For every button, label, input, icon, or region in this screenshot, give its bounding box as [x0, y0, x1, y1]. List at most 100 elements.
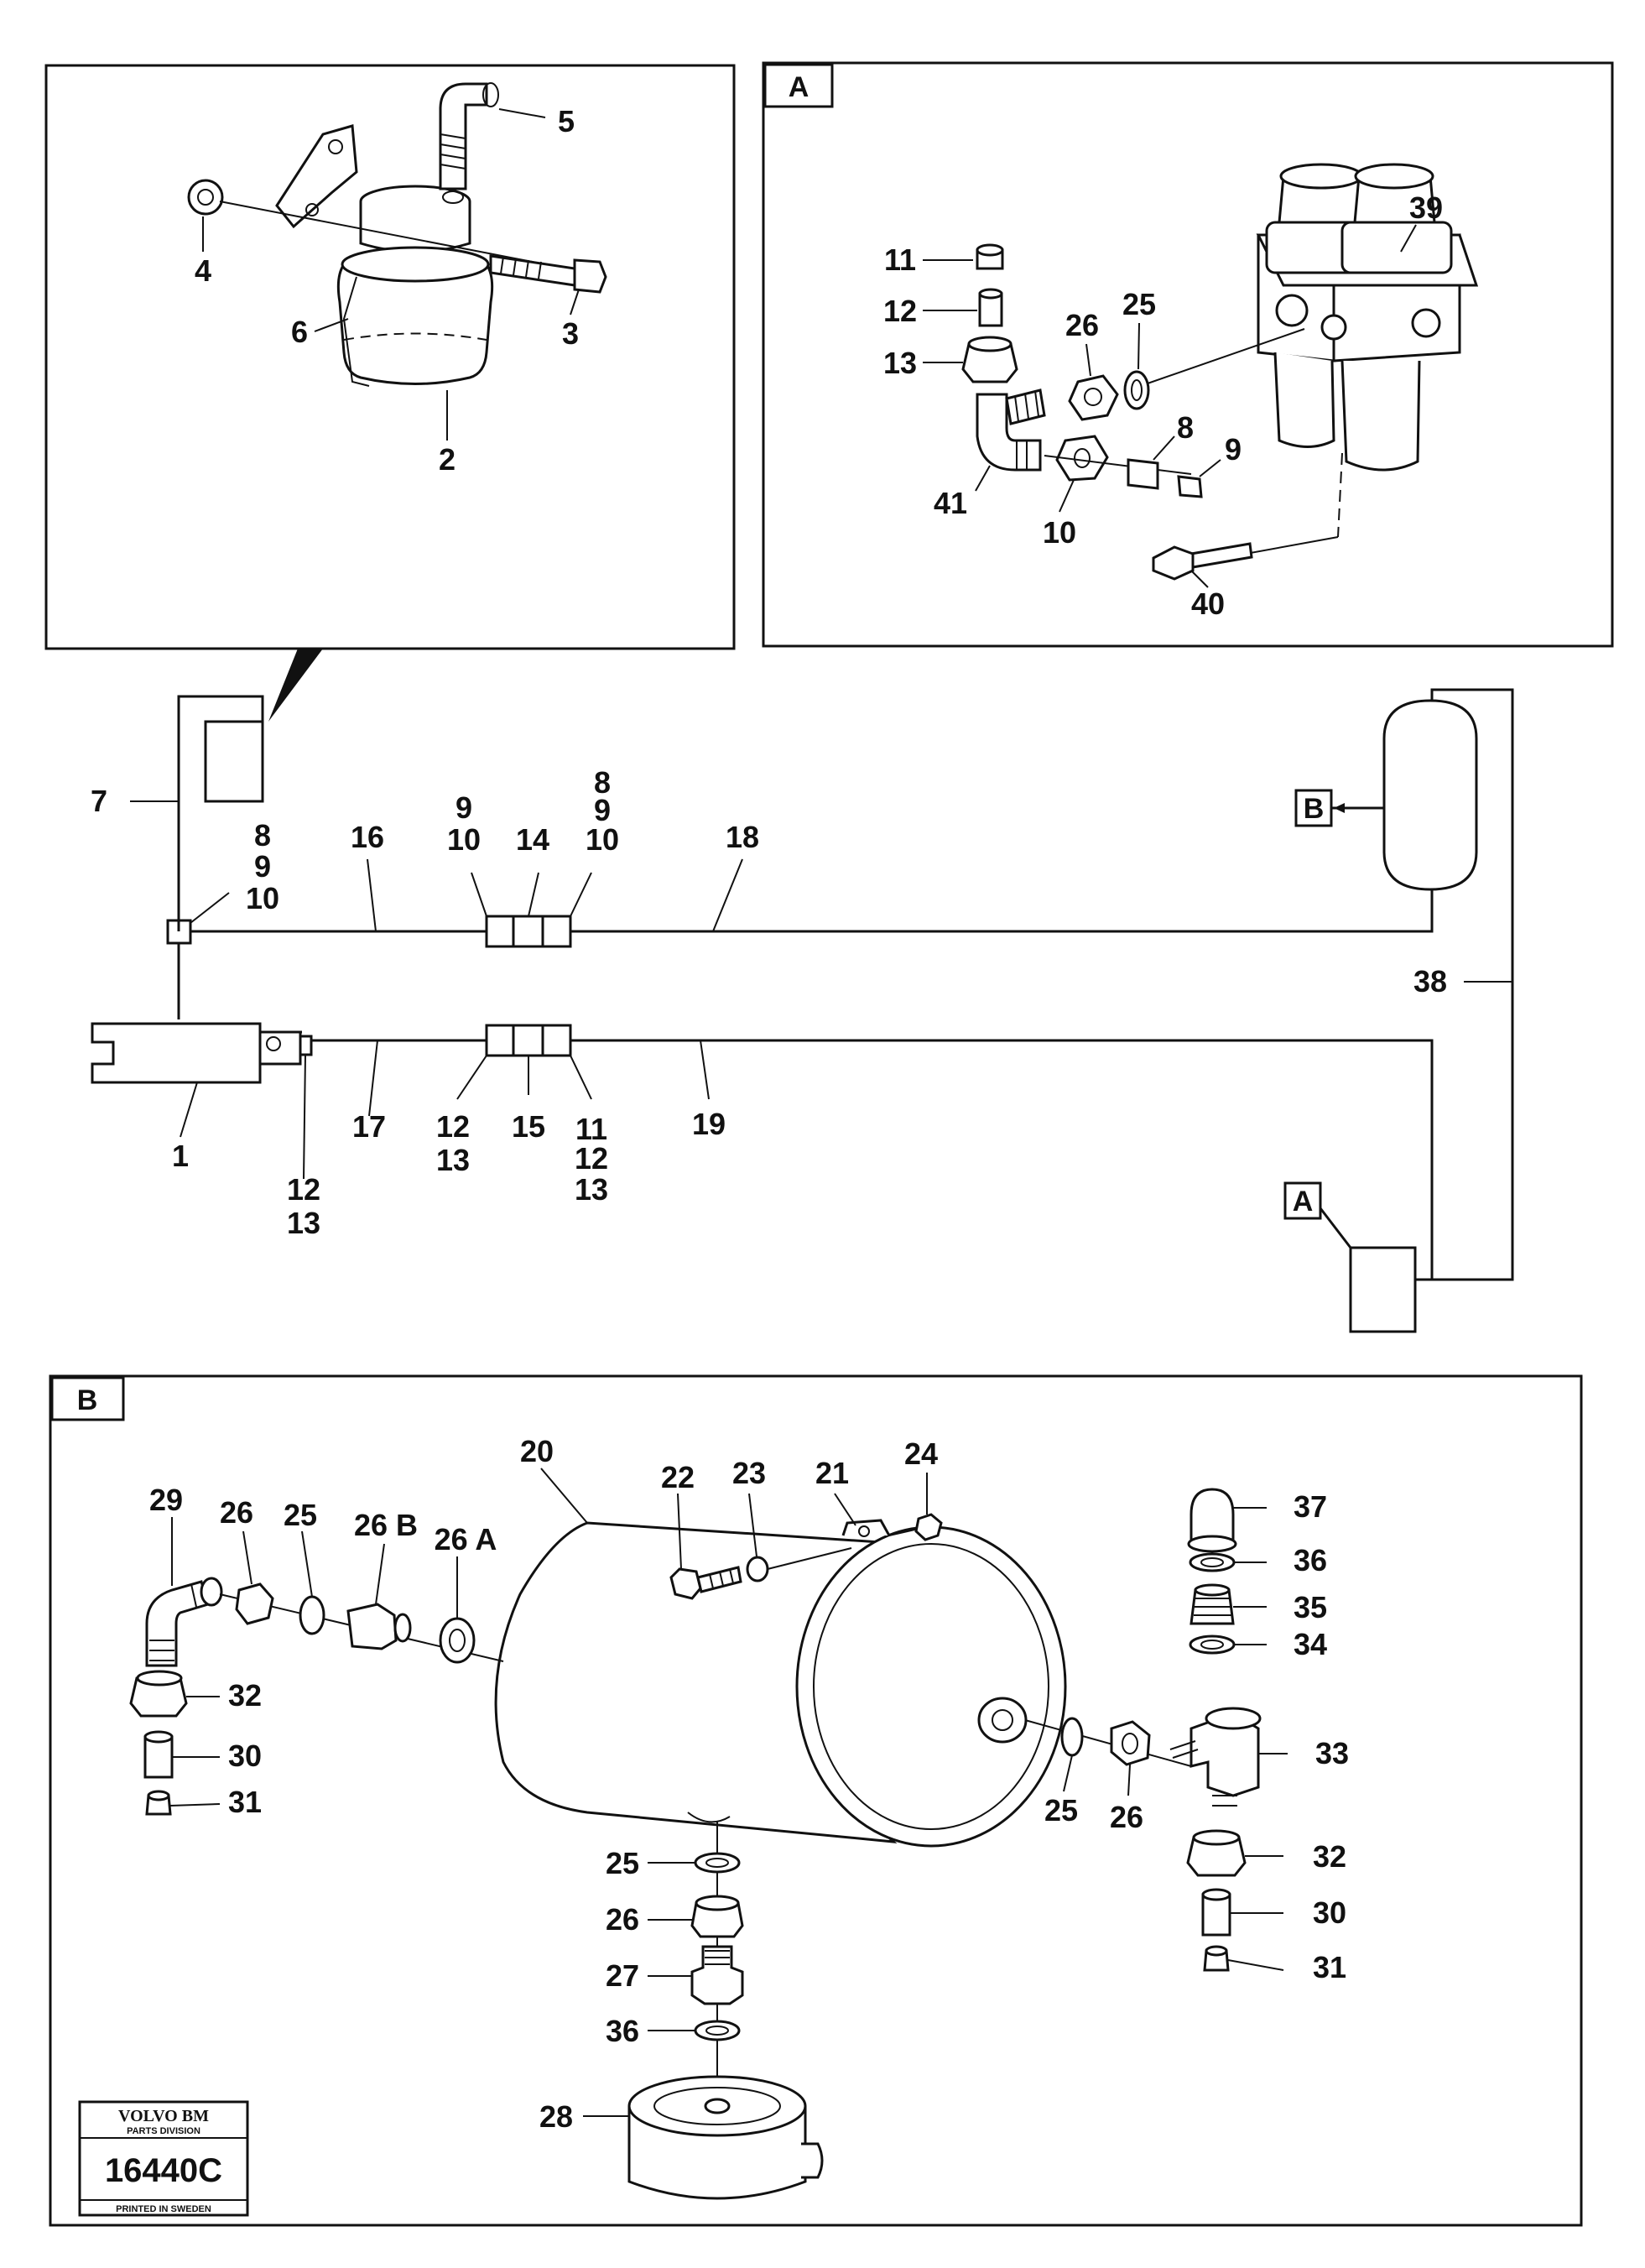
label-12: 12	[575, 1141, 608, 1176]
label-9: 9	[455, 790, 472, 825]
sleeve-8	[1127, 458, 1159, 490]
separator-port	[801, 2142, 824, 2179]
stamp-frame	[78, 2100, 249, 2217]
label-5: 5	[558, 104, 575, 138]
nut-4	[187, 179, 224, 216]
valve-port	[1411, 308, 1441, 338]
valve-port	[1320, 314, 1347, 341]
label-40: 40	[1191, 587, 1225, 621]
stamp-brand: VOLVO BM	[118, 2107, 209, 2125]
valve-lower-right	[1340, 360, 1421, 472]
label-4: 4	[195, 253, 211, 288]
label-32: 32	[1313, 1839, 1346, 1874]
label-13: 13	[287, 1206, 320, 1240]
bolt-40-shank	[1190, 542, 1253, 569]
label-15: 15	[512, 1109, 545, 1144]
label-10: 10	[586, 822, 619, 857]
label-3: 3	[562, 316, 579, 351]
label-13: 13	[883, 346, 917, 380]
label-2: 2	[439, 442, 455, 477]
schematic: B A 7	[91, 688, 1514, 1333]
filter-bowl-2	[336, 263, 494, 385]
bracket-hole	[305, 203, 319, 216]
label-41: 41	[934, 486, 967, 520]
label-10: 10	[1043, 515, 1076, 550]
label-35: 35	[1294, 1590, 1327, 1624]
label-36: 36	[606, 2014, 639, 2048]
callout-b: B	[1304, 793, 1325, 825]
panel-a-letter: A	[789, 71, 809, 103]
label-26A: 26 A	[435, 1522, 497, 1556]
label-23: 23	[732, 1456, 766, 1490]
label-12: 12	[436, 1109, 470, 1144]
washer-34	[1189, 1635, 1236, 1655]
filter-bowl-rim	[341, 246, 490, 283]
cap-37	[1190, 1488, 1235, 1546]
nut-26	[1068, 374, 1119, 421]
label-36: 36	[1294, 1543, 1327, 1577]
label-31: 31	[228, 1785, 262, 1819]
bolt-axis-line	[219, 201, 546, 265]
washer-26A	[439, 1617, 476, 1664]
label-25: 25	[1122, 287, 1156, 321]
cylinder-1	[91, 1022, 262, 1084]
label-39: 39	[1409, 190, 1443, 225]
panel-top-right: A	[762, 61, 1614, 648]
filter-box	[204, 720, 264, 803]
elbow-opening	[482, 82, 499, 107]
elbow-41	[976, 393, 1042, 472]
label-25: 25	[284, 1498, 317, 1532]
label-26B: 26 B	[354, 1508, 418, 1542]
label-25: 25	[606, 1846, 639, 1880]
panel-b-letter-box	[50, 1376, 125, 1421]
label-10: 10	[447, 822, 481, 857]
clamp-wire-6	[342, 276, 370, 387]
washer-25-left	[299, 1595, 325, 1635]
valve-port	[1275, 294, 1309, 327]
bowl-fluid-line	[343, 332, 487, 341]
label-20: 20	[520, 1434, 554, 1468]
label-9: 9	[254, 849, 271, 884]
cylinder-port	[266, 1036, 281, 1051]
label-22: 22	[661, 1460, 695, 1494]
stamp-division: PARTS DIVISION	[127, 2126, 200, 2136]
coupling-15	[485, 1024, 572, 1057]
stamp-number: 16440C	[105, 2152, 222, 2189]
panel-pointer	[268, 649, 323, 722]
line-18	[570, 889, 1434, 933]
panel-top-right-frame	[762, 61, 1614, 648]
leader-5	[498, 108, 546, 118]
cap-9	[1177, 475, 1203, 498]
filter-head	[359, 201, 471, 253]
tank-20-end	[795, 1525, 1067, 1848]
reservoir-tank-b	[1382, 699, 1478, 891]
label-26: 26	[1065, 308, 1099, 342]
bolt-22-head	[669, 1567, 702, 1600]
label-31: 31	[1313, 1950, 1346, 1984]
callout-a-box	[1283, 1181, 1322, 1220]
label-9: 9	[594, 793, 611, 827]
washer-25-bottom	[694, 1852, 741, 1874]
line-19	[570, 1039, 1434, 1281]
nut-24	[914, 1513, 943, 1541]
panel-top-left: 5 4 3 6 2	[44, 64, 736, 650]
label-33: 33	[1315, 1736, 1349, 1770]
panel-top-left-frame	[44, 64, 736, 650]
nut-4-hole	[197, 189, 214, 206]
label-26: 26	[606, 1902, 639, 1937]
label-30: 30	[228, 1739, 262, 1773]
callout-a: A	[1293, 1186, 1314, 1217]
fitting-12-13	[299, 1035, 313, 1056]
label-26: 26	[220, 1495, 253, 1530]
drain-valve-27	[690, 1945, 744, 2005]
label-28: 28	[539, 2099, 573, 2134]
bracket-hole	[328, 139, 343, 154]
volvo-stamp: VOLVO BM PARTS DIVISION 16440C PRINTED I…	[78, 2100, 249, 2217]
tank-port	[977, 1697, 1028, 1744]
label-18: 18	[726, 820, 759, 854]
thread-hatch	[440, 133, 466, 169]
label-32: 32	[228, 1678, 262, 1713]
label-9: 9	[1225, 432, 1242, 467]
